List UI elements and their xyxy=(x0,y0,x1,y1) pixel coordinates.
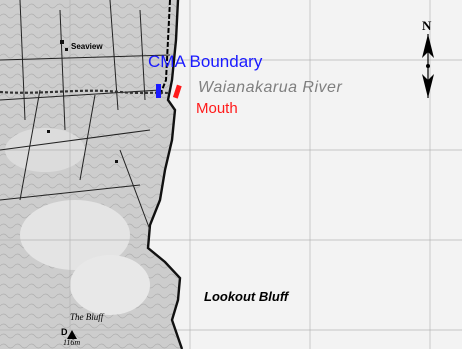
height-label: 116m xyxy=(63,338,81,347)
river-name-label: Waianakarua River xyxy=(198,79,343,96)
north-arrow-icon xyxy=(422,34,434,98)
building xyxy=(115,160,118,163)
lookout-bluff-label: Lookout Bluff xyxy=(204,289,289,304)
north-label: N xyxy=(422,18,432,33)
main-road xyxy=(159,0,171,96)
hill-area xyxy=(70,255,150,315)
river-line xyxy=(0,89,169,95)
trig-point-icon xyxy=(67,330,77,339)
building xyxy=(47,130,50,133)
building xyxy=(65,48,68,51)
seaview-label: Seaview xyxy=(71,42,103,51)
building xyxy=(60,40,64,44)
the-bluff-label: The Bluff xyxy=(70,312,104,322)
trig-d-label: D xyxy=(61,327,68,337)
mouth-label: Mouth xyxy=(196,100,238,117)
cma-boundary-marker xyxy=(156,84,161,98)
coastline xyxy=(146,0,184,349)
hill-area xyxy=(20,200,130,270)
cma-boundary-label: CMA Boundary xyxy=(148,52,263,71)
mouth-marker xyxy=(172,84,182,99)
